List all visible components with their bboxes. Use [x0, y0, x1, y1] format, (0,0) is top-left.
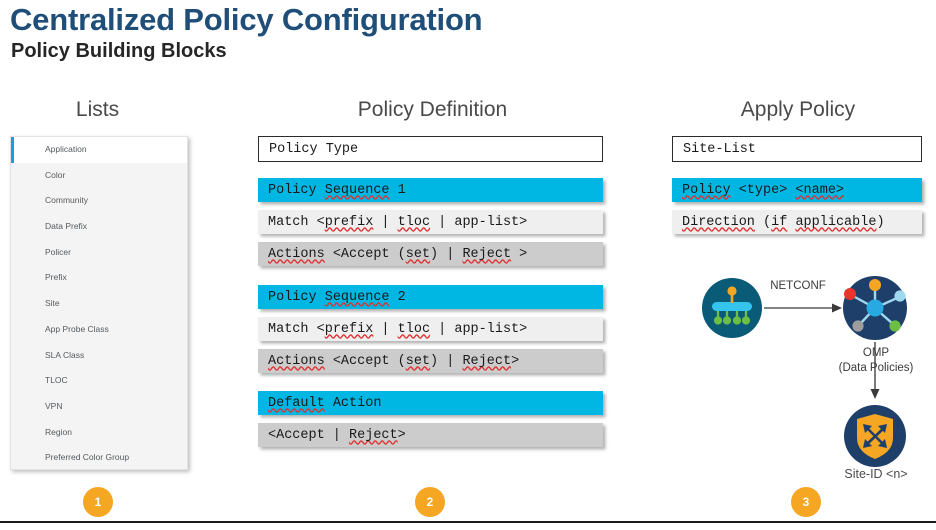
apply-direction-row[interactable]: Direction (if applicable): [672, 210, 922, 234]
bottom-divider: [0, 521, 936, 523]
policy-sequence-1-label: Policy Sequence 1: [268, 182, 406, 198]
list-item-label: TLOC: [45, 375, 68, 386]
default-action-header[interactable]: Default Action: [258, 391, 603, 415]
policy-sequence-1-actions-label: Actions <Accept (set) | Reject >: [268, 246, 528, 262]
list-item-label: App Probe Class: [45, 323, 109, 334]
list-item-label: Application: [45, 144, 87, 154]
default-action-body-label: <Accept | Reject>: [268, 427, 406, 443]
list-item-label: VPN: [45, 400, 63, 411]
step-badge-2-number: 2: [426, 495, 434, 509]
list-item-tloc[interactable]: TLOC: [11, 368, 187, 394]
lists-panel[interactable]: Application Color Community Data Prefix …: [10, 136, 188, 470]
omp-label: OMP: [862, 347, 890, 359]
list-item-data-prefix[interactable]: Data Prefix: [11, 214, 187, 240]
policy-sequence-2-match-label: Match <prefix | tloc | app-list>: [268, 321, 528, 337]
network-diagram-svg: [702, 276, 907, 467]
list-item-label: Region: [45, 426, 72, 437]
step-badge-1: 1: [83, 487, 113, 517]
list-item-region[interactable]: Region: [11, 420, 187, 446]
policy-sequence-1-match-label: Match <prefix | tloc | app-list>: [268, 214, 528, 230]
policy-sequence-1-match-row[interactable]: Match <prefix | tloc | app-list>: [258, 210, 603, 234]
policy-sequence-1-actions-row[interactable]: Actions <Accept (set) | Reject >: [258, 242, 603, 266]
column-heading-apply-policy: Apply Policy: [740, 98, 856, 121]
list-item-prefix[interactable]: Prefix: [11, 265, 187, 291]
apply-direction-label: Direction (if applicable): [682, 214, 885, 230]
column-heading-lists: Lists: [75, 98, 120, 121]
site-list-label: Site-List: [683, 141, 756, 157]
omp-arrow-icon: [870, 342, 880, 399]
list-item-policer[interactable]: Policer: [11, 240, 187, 266]
step-badge-3: 3: [791, 487, 821, 517]
list-item-label: SLA Class: [45, 349, 85, 360]
apply-policy-row[interactable]: Policy <type> <name>: [672, 178, 922, 202]
vmanage-icon: [702, 278, 762, 338]
default-action-label: Default Action: [268, 395, 382, 411]
step-badge-3-number: 3: [802, 495, 810, 509]
list-item-label: Community: [45, 195, 88, 206]
policy-sequence-2-actions-row[interactable]: Actions <Accept (set) | Reject>: [258, 349, 603, 373]
list-item-application[interactable]: Application: [11, 137, 187, 163]
page-title: Centralized Policy Configuration: [10, 2, 483, 37]
site-id-label: Site-ID <n>: [844, 467, 908, 481]
list-item-vpn[interactable]: VPN: [11, 394, 187, 420]
site-list-field[interactable]: Site-List: [672, 136, 922, 162]
policy-sequence-2-match-row[interactable]: Match <prefix | tloc | app-list>: [258, 317, 603, 341]
list-item-label: Preferred Color Group: [45, 452, 130, 463]
list-item-app-probe-class[interactable]: App Probe Class: [11, 317, 187, 343]
apply-policy-label: Policy <type> <name>: [682, 182, 845, 198]
policy-sequence-2-header[interactable]: Policy Sequence 2: [258, 285, 603, 309]
list-item-preferred-color-group[interactable]: Preferred Color Group: [11, 445, 187, 471]
network-diagram: NETCONF OMP (Data Policies) Site-ID <n>: [690, 258, 936, 494]
list-item-community[interactable]: Community: [11, 188, 187, 214]
list-item-label: Policer: [45, 246, 71, 257]
omp-sublabel: (Data Policies): [838, 362, 914, 374]
list-item-label: Data Prefix: [45, 221, 88, 232]
column-heading-policy-definition: Policy Definition: [357, 98, 508, 121]
policy-type-label: Policy Type: [269, 141, 359, 157]
default-action-body-row[interactable]: <Accept | Reject>: [258, 423, 603, 447]
edge-router-icon: [844, 405, 906, 467]
netconf-label: NETCONF: [770, 280, 826, 292]
list-item-label: Prefix: [45, 272, 67, 283]
netconf-arrow-icon: [764, 303, 842, 313]
list-item-site[interactable]: Site: [11, 291, 187, 317]
step-badge-1-number: 1: [94, 495, 102, 509]
policy-sequence-2-actions-label: Actions <Accept (set) | Reject>: [268, 353, 520, 369]
step-badge-2: 2: [415, 487, 445, 517]
page-subtitle: Policy Building Blocks: [11, 40, 227, 62]
policy-type-field[interactable]: Policy Type: [258, 136, 603, 162]
list-item-label: Color: [45, 169, 66, 180]
list-item-color[interactable]: Color: [11, 163, 187, 189]
policy-sequence-1-header[interactable]: Policy Sequence 1: [258, 178, 603, 202]
policy-sequence-2-label: Policy Sequence 2: [268, 289, 406, 305]
vsmart-icon: [843, 276, 907, 340]
list-item-sla-class[interactable]: SLA Class: [11, 343, 187, 369]
list-item-label: Site: [45, 298, 60, 309]
